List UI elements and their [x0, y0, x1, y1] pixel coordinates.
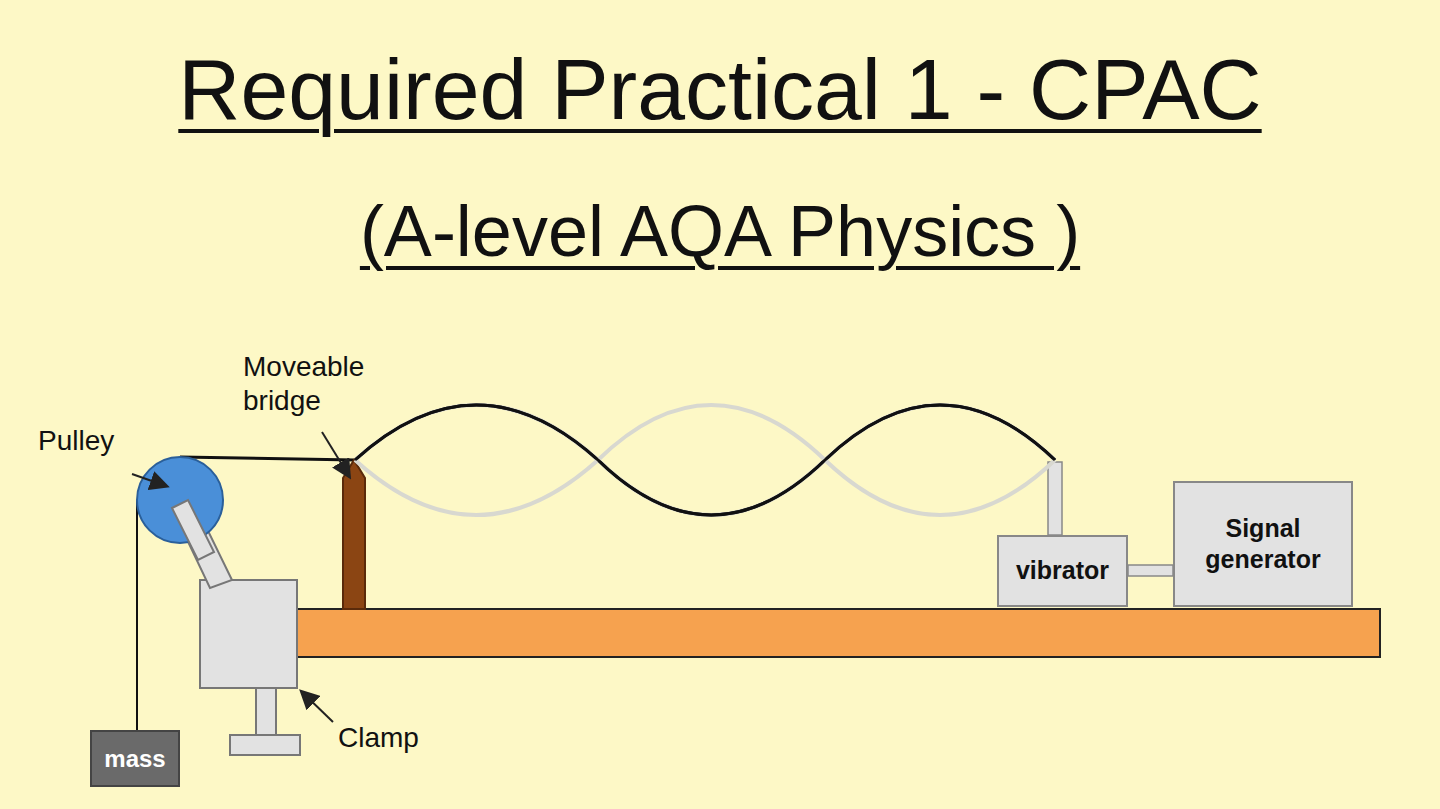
vibrator-box: vibrator: [997, 535, 1128, 607]
connecting-lead: [1128, 565, 1173, 576]
box-text: Signal generator: [1183, 513, 1343, 576]
part-label: Clamp: [338, 722, 419, 754]
page-title: Required Practical 1 - CPAC: [0, 40, 1440, 139]
part-label: Moveable bridge: [243, 350, 403, 417]
page-subtitle: (A-level AQA Physics ): [0, 190, 1440, 272]
part-label: Pulley: [38, 425, 114, 457]
box-text: mass: [104, 744, 165, 774]
mass-box: mass: [90, 730, 180, 787]
box-text: vibrator: [1016, 555, 1109, 586]
signal-generator-box: Signal generator: [1173, 481, 1353, 607]
